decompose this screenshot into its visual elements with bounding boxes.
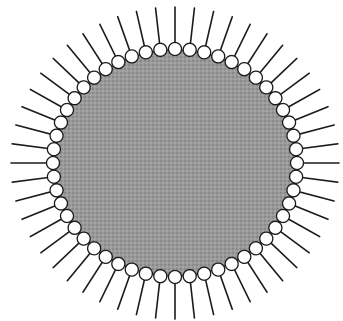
polar-headgroup [154,270,167,283]
polar-headgroup [260,232,273,245]
polar-headgroup [169,271,182,284]
polar-headgroup [88,71,101,84]
polar-headgroup [169,43,182,56]
polar-headgroup [283,116,296,129]
polar-headgroup [50,184,63,197]
polar-headgroup [60,104,73,117]
polar-headgroup [198,46,211,59]
polar-headgroup [50,129,63,142]
polar-headgroup [154,43,167,56]
polar-headgroup [112,56,125,69]
polar-headgroup [88,242,101,255]
polar-headgroup [260,81,273,94]
polar-headgroup [112,257,125,270]
polar-headgroup [238,63,251,76]
polar-headgroup [54,197,67,210]
polar-headgroup [290,170,303,183]
polar-headgroup [125,263,138,276]
hydrophobic-core [54,50,296,276]
polar-headgroup [238,250,251,263]
polar-headgroup [68,221,81,234]
polar-headgroup [249,71,262,84]
polar-headgroup [290,143,303,156]
polar-headgroup [283,197,296,210]
polar-headgroup [277,104,290,117]
polar-headgroup [139,267,152,280]
polar-headgroup [99,250,112,263]
polar-headgroup [139,46,152,59]
polar-headgroup [225,257,238,270]
polar-headgroup [269,221,282,234]
polar-headgroup [287,129,300,142]
polar-headgroup [47,157,60,170]
polar-headgroup [125,50,138,63]
polar-headgroup [198,267,211,280]
polar-headgroup [277,210,290,223]
polar-headgroup [225,56,238,69]
polar-headgroup [212,50,225,63]
polar-headgroup [68,92,81,105]
polar-headgroup [249,242,262,255]
polar-headgroup [183,43,196,56]
polar-headgroup [287,184,300,197]
polar-headgroup [212,263,225,276]
polar-headgroup [77,232,90,245]
polar-headgroup [47,143,60,156]
polar-headgroup [47,170,60,183]
polar-headgroup [77,81,90,94]
polar-headgroup [99,63,112,76]
polar-headgroup [54,116,67,129]
polar-headgroup [269,92,282,105]
polar-headgroup [60,210,73,223]
polar-headgroup [183,270,196,283]
polar-headgroup [291,157,304,170]
